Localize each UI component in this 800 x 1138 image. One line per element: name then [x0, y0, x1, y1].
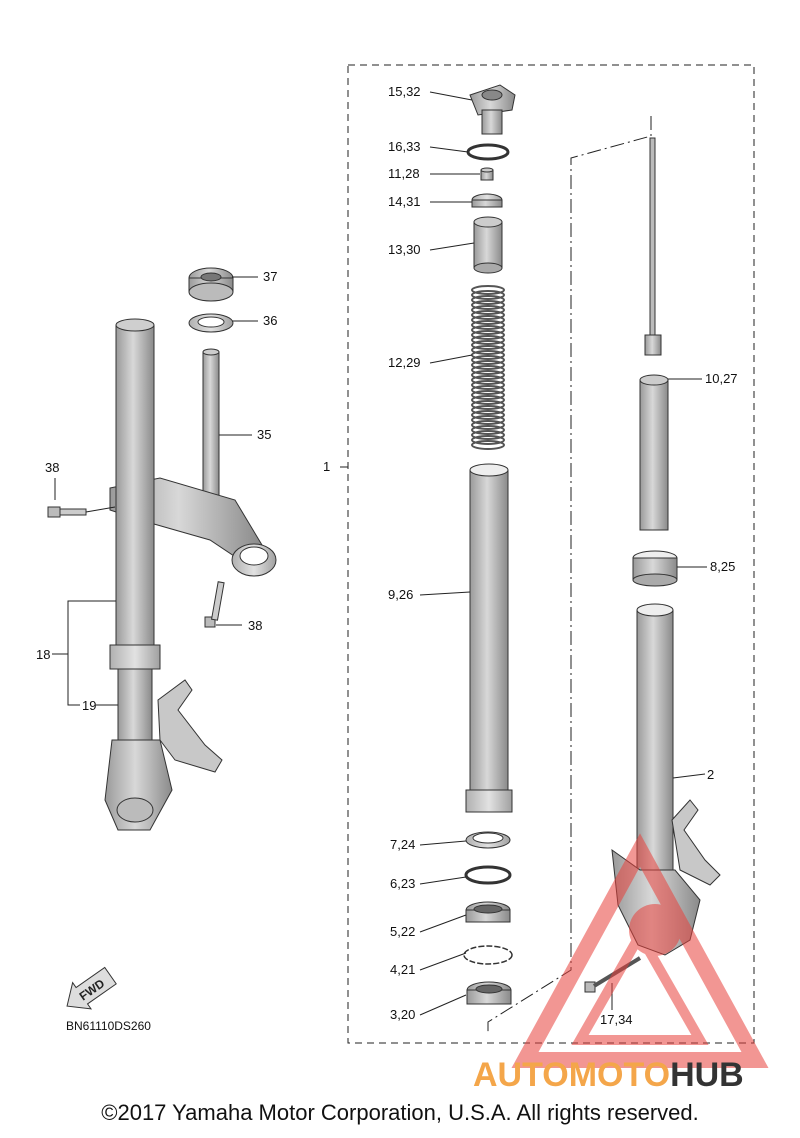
label-36: 36 [263, 313, 277, 328]
part-10-27-cartridge [639, 374, 669, 531]
label-35: 35 [257, 427, 271, 442]
watermark-triangle-icon [511, 833, 769, 1068]
spring-coil [471, 295, 505, 305]
spring-coil [471, 400, 505, 410]
label-38-lower: 38 [248, 618, 262, 633]
part-35-shape [202, 348, 220, 513]
watermark-text: AUTOMOTOHUB [473, 1056, 744, 1094]
fwd-arrow: FWD [66, 966, 117, 1010]
label-37: 37 [263, 269, 277, 284]
part-14-31-shape [471, 193, 503, 208]
diagram-code: BN61110DS260 [66, 1019, 151, 1033]
label-13-30: 13,30 [388, 242, 421, 257]
spring-coil [471, 410, 505, 420]
label-3-20: 3,20 [390, 1007, 415, 1022]
left-fork-tube [109, 318, 161, 755]
assembly-box [347, 64, 755, 1044]
spring-coil [471, 300, 505, 310]
label-4-21: 4,21 [390, 962, 415, 977]
part-8-25-shape [632, 550, 678, 587]
label-8-25: 8,25 [710, 559, 735, 574]
spring-coil [471, 385, 505, 395]
callout-labels: 37 36 35 38 38 18 19 1 15,32 16,33 11,28… [36, 84, 738, 1027]
spring-coil [471, 440, 505, 450]
part-36-shape [188, 313, 234, 333]
part-5-22-shape [465, 901, 511, 923]
damper-rod [644, 137, 662, 356]
label-5-22: 5,22 [390, 924, 415, 939]
spring-coil [471, 420, 505, 430]
spring-coil [471, 435, 505, 445]
spring-coil [471, 305, 505, 315]
bolt-38-lower [204, 581, 225, 628]
spring-coil [471, 355, 505, 365]
watermark-part1: AUTOMOTO [473, 1056, 670, 1094]
part-13-30-shape [473, 216, 503, 274]
spring-coil [471, 315, 505, 325]
part-7-24-shape [465, 831, 511, 849]
part-37-shape [188, 267, 234, 302]
spring-coil [471, 330, 505, 340]
label-38-upper: 38 [45, 460, 59, 475]
label-1: 1 [323, 459, 330, 474]
label-12-29: 12,29 [388, 355, 421, 370]
spring-coil [471, 340, 505, 350]
part-4-21-shape [463, 945, 513, 965]
spring-coil [471, 430, 505, 440]
copyright-notice: ©2017 Yamaha Motor Corporation, U.S.A. A… [101, 1100, 699, 1125]
label-9-26: 9,26 [388, 587, 413, 602]
spring-coil [471, 290, 505, 300]
watermark-logo [511, 833, 769, 1068]
label-2: 2 [707, 767, 714, 782]
part-9-26-outer-tube [465, 463, 513, 813]
caliper-mount-left [157, 679, 223, 773]
bolt-38-upper [47, 506, 87, 518]
spring-coil [471, 370, 505, 380]
inner-bracket [487, 116, 652, 1032]
part-6-23-shape [464, 865, 512, 885]
spring-coil [471, 395, 505, 405]
label-15-32: 15,32 [388, 84, 421, 99]
part-16-33-shape [466, 143, 510, 161]
spring-coil [471, 425, 505, 435]
spring-coil [471, 345, 505, 355]
spring-coil [471, 375, 505, 385]
leader-lines [52, 91, 707, 1016]
spring-coil [471, 285, 505, 295]
spring-coil [471, 310, 505, 320]
label-19: 19 [82, 698, 96, 713]
label-10-27: 10,27 [705, 371, 738, 386]
part-11-28-shape [480, 167, 494, 181]
spring-coil [471, 415, 505, 425]
spring-coil [471, 325, 505, 335]
spring-coil [471, 365, 505, 375]
spring-coil [471, 320, 505, 330]
label-7-24: 7,24 [390, 837, 415, 852]
label-16-33: 16,33 [388, 139, 421, 154]
part-15-32-shape [469, 84, 516, 135]
caliper-mount-right [671, 799, 721, 886]
label-18: 18 [36, 647, 50, 662]
spring-coil [471, 335, 505, 345]
spring-coil [471, 390, 505, 400]
part-12-29-spring [471, 285, 505, 450]
label-11-28: 11,28 [388, 166, 420, 181]
label-17-34: 17,34 [600, 1012, 633, 1027]
label-6-23: 6,23 [390, 876, 415, 891]
spring-coil [471, 405, 505, 415]
spring-coil [471, 380, 505, 390]
part-3-20-shape [466, 981, 512, 1005]
spring-coil [471, 360, 505, 370]
watermark-part2: HUB [670, 1056, 744, 1094]
label-14-31: 14,31 [388, 194, 421, 209]
